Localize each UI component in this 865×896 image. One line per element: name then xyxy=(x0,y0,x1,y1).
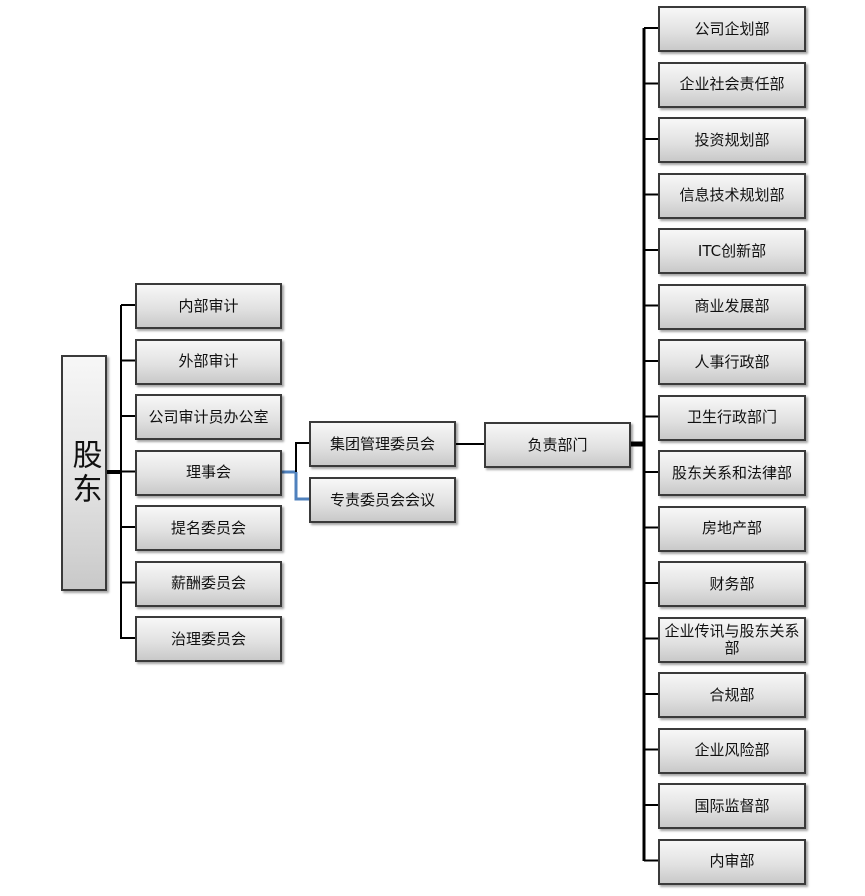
left-child-box: 理事会 xyxy=(135,449,282,496)
department-box: 股东关系和法律部 xyxy=(658,450,806,496)
department-box: 合规部 xyxy=(658,672,806,718)
responsible-departments-box: 负责部门 xyxy=(484,422,631,468)
group-management-committee-box: 集团管理委员会 xyxy=(309,421,456,467)
department-box: ITC创新部 xyxy=(658,228,806,274)
department-box: 商业发展部 xyxy=(658,283,806,330)
department-box: 企业社会责任部 xyxy=(658,61,806,108)
left-child-box: 提名委员会 xyxy=(135,505,282,551)
department-box: 投资规划部 xyxy=(658,117,806,163)
department-box: 企业传讯与股东关系部 xyxy=(658,616,806,663)
left-child-box: 薪酬委员会 xyxy=(135,560,282,607)
department-box: 信息技术规划部 xyxy=(658,172,806,219)
department-box: 企业风险部 xyxy=(658,727,806,774)
department-box: 卫生行政部门 xyxy=(658,394,806,441)
department-box: 国际监督部 xyxy=(658,783,806,829)
department-box: 人事行政部 xyxy=(658,339,806,385)
left-child-box: 公司审计员办公室 xyxy=(135,394,282,440)
shareholders-box: 股东 xyxy=(61,355,107,591)
left-child-box: 治理委员会 xyxy=(135,616,282,662)
left-child-box: 外部审计 xyxy=(135,338,282,385)
department-box: 财务部 xyxy=(658,561,806,607)
department-box: 内审部 xyxy=(658,838,806,885)
special-committee-meeting-box: 专责委员会会议 xyxy=(309,477,456,523)
department-box: 公司企划部 xyxy=(658,6,806,52)
department-box: 房地产部 xyxy=(658,505,806,552)
left-child-box: 内部审计 xyxy=(135,283,282,329)
